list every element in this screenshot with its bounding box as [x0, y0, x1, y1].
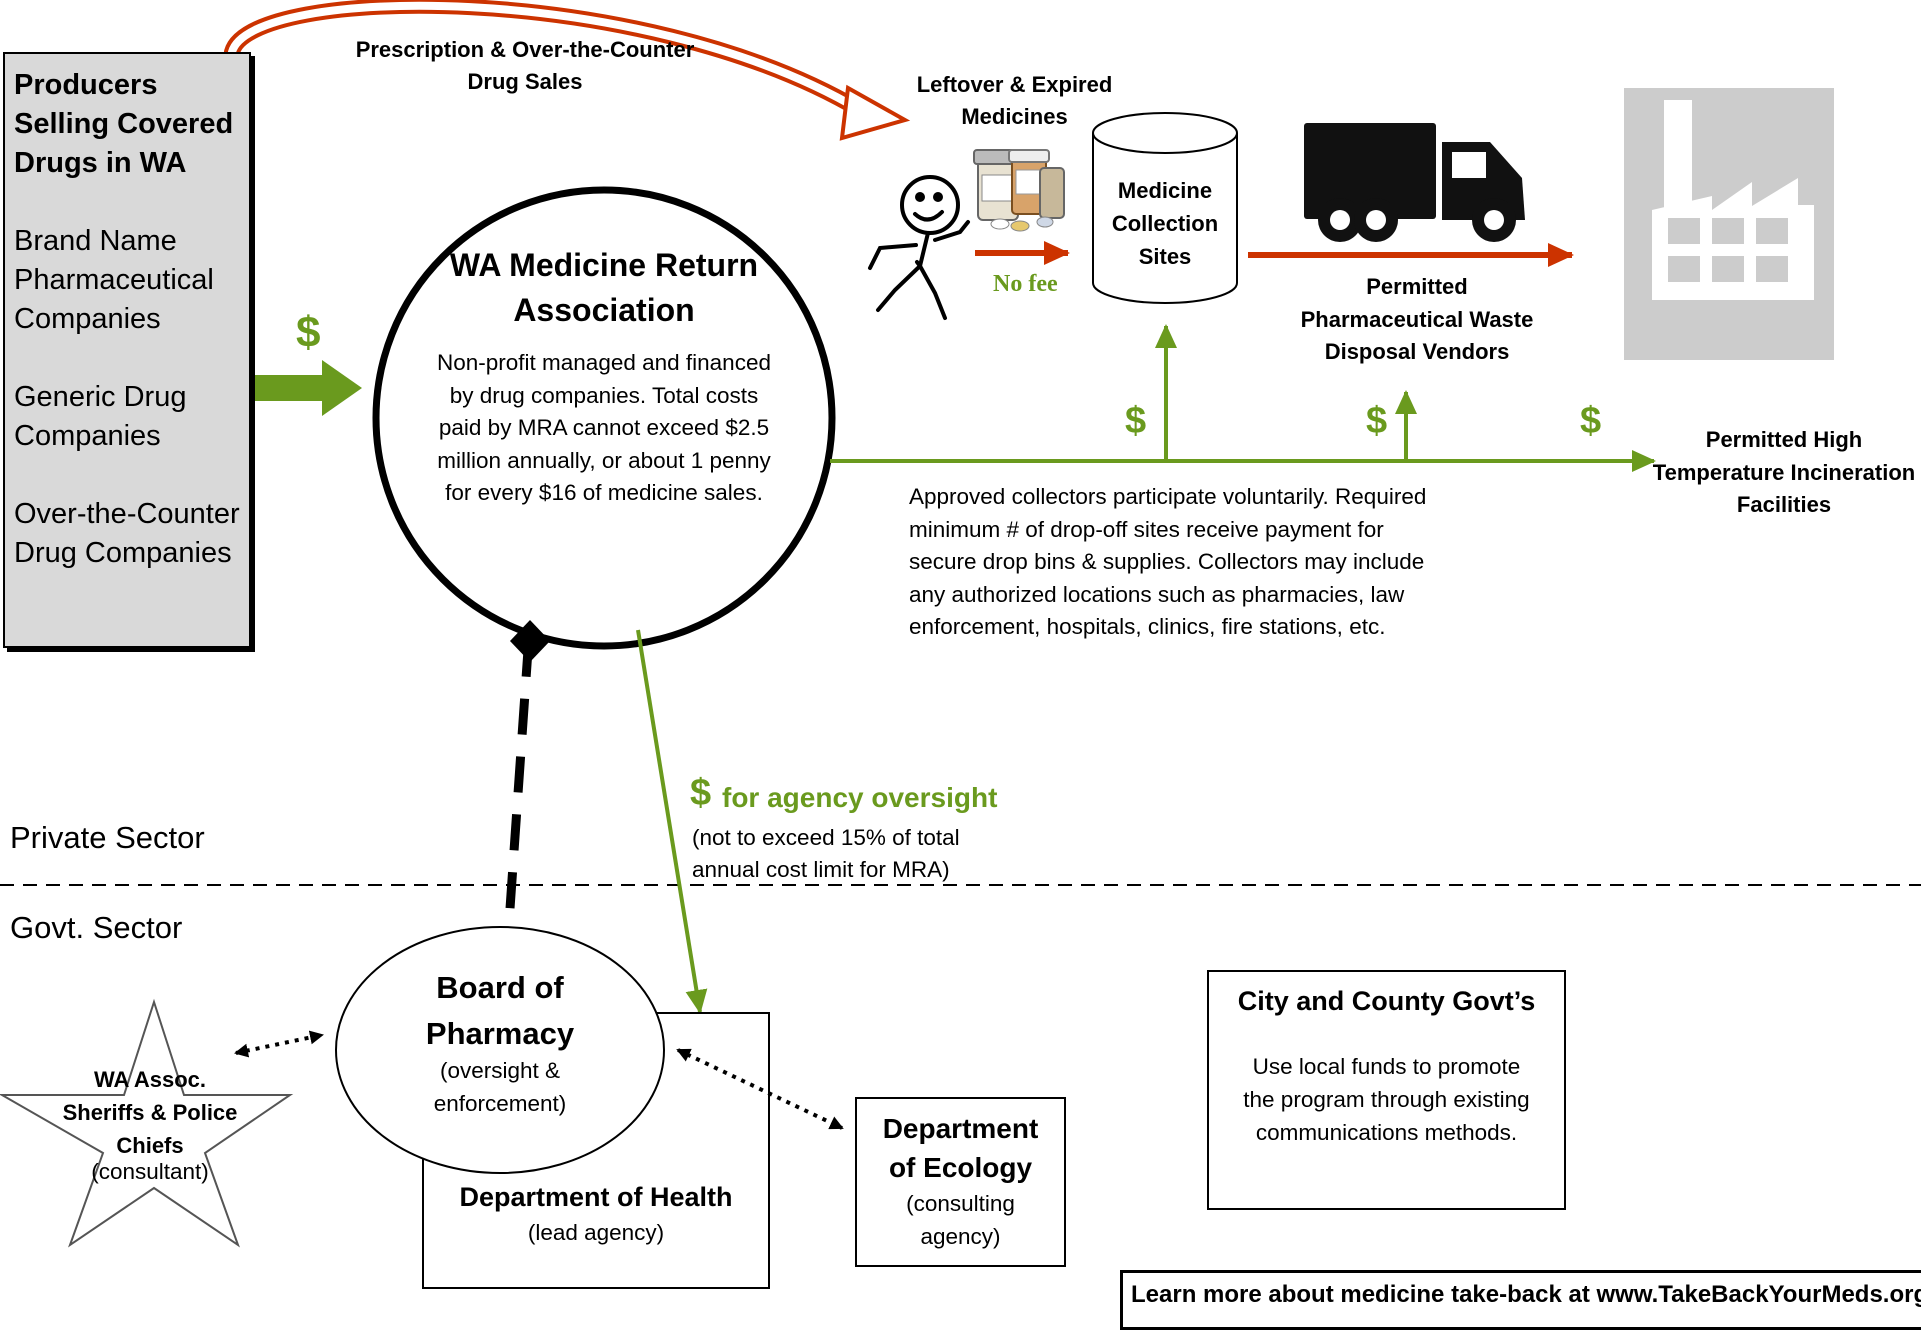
sales-label: Prescription & Over-the-Counter Drug Sal… [355, 37, 695, 94]
oversight-funding-arrow [636, 629, 708, 1014]
city-county-box: City and County Govt’s Use local funds t… [1207, 970, 1566, 1210]
factory-icon [1624, 88, 1834, 360]
private-sector-label: Private Sector [10, 820, 205, 855]
stick-figure-icon [868, 175, 970, 320]
board-ecology-link [676, 1048, 844, 1130]
oversight-dollar-sign: $ [690, 772, 712, 814]
flow-diagram [0, 0, 1921, 1289]
ecology-box: Department of Ecology (consulting agency… [855, 1097, 1066, 1267]
producer-item: Brand Name Pharmaceutical Companies [14, 225, 214, 335]
mra-circle [372, 186, 836, 650]
oversight-diamond [510, 620, 550, 662]
producers-title: Producers Selling Covered Drugs in WA [14, 69, 234, 179]
producer-dollar-sign: $ [296, 308, 321, 357]
incineration-label: Permitted High Temperature Incineration … [1652, 427, 1916, 517]
govt-sector-label: Govt. Sector [10, 910, 183, 945]
sheriffs-subtitle: (consultant) [91, 1159, 209, 1184]
sheriffs-title: WA Assoc. Sheriffs & Police Chiefs [62, 1067, 238, 1158]
leftover-label: Leftover & Expired Medicines [916, 72, 1113, 129]
sheriffs-board-link [234, 1030, 324, 1058]
collectors-note: Approved collectors participate voluntar… [909, 484, 1427, 639]
ecology-subtitle: (consulting agency) [906, 1191, 1015, 1249]
collection-sites-label: Medicine Collection Sites [1111, 178, 1219, 269]
sheriffs-star [0, 998, 294, 1248]
collection-cylinder [1092, 112, 1238, 304]
city-county-title: City and County Govt’s [1237, 986, 1536, 1016]
board-ellipse [335, 926, 665, 1174]
producer-item: Generic Drug Companies [14, 381, 187, 452]
dollar-sign-incineration: $ [1580, 400, 1602, 442]
oversight-note: (not to exceed 15% of total annual cost … [692, 825, 960, 882]
health-title: Department of Health [459, 1182, 733, 1212]
dollar-sign-vendors: $ [1366, 400, 1388, 442]
city-county-text: Use local funds to promote the program t… [1243, 1054, 1530, 1145]
bottom-banner: Learn more about medicine take-back at w… [1120, 1270, 1921, 1330]
producers-box: Producers Selling Covered Drugs in WA Br… [3, 52, 251, 648]
truck-icon [1304, 123, 1525, 242]
no-fee-label: No fee [993, 271, 1058, 297]
oversight-dashed-line [501, 649, 533, 967]
producer-item: Over-the-Counter Drug Companies [14, 498, 240, 569]
dollar-sign-sites: $ [1125, 400, 1147, 442]
pill-bottles-icon [973, 149, 1065, 232]
board-subtitle: (oversight & enforcement) [433, 1058, 567, 1116]
mra-title: WA Medicine Return Association [449, 247, 759, 328]
sales-curved-arrow [224, 0, 911, 141]
ecology-title: Department of Ecology [882, 1113, 1039, 1183]
bottom-banner-text: Learn more about medicine take-back at w… [1131, 1281, 1921, 1308]
oversight-label: for agency oversight [722, 782, 998, 813]
disposal-vendors-label: Permitted Pharmaceutical Waste Disposal … [1300, 274, 1534, 364]
board-title: Board of Pharmacy [425, 970, 575, 1051]
mra-description: Non-profit managed and financed by drug … [437, 350, 771, 505]
health-subtitle: (lead agency) [527, 1220, 665, 1245]
producer-funding-arrow [252, 360, 362, 416]
